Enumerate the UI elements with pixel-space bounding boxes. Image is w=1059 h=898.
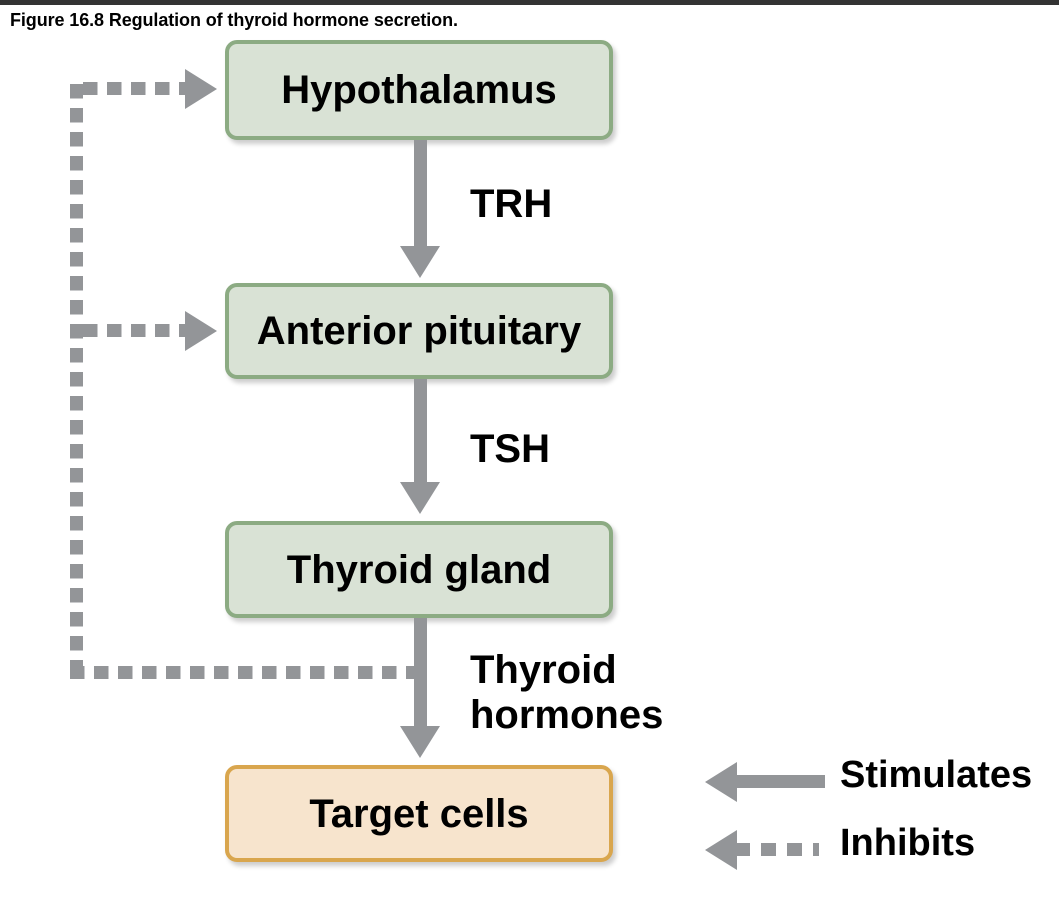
arrow-thyroid-hormones-stem	[414, 618, 427, 730]
figure-title: Figure 16.8 Regulation of thyroid hormon…	[10, 10, 458, 30]
legend-inhibits-stem	[735, 843, 819, 856]
top-bar	[0, 0, 1059, 5]
inhibit-arrow-hypothalamus-head-icon	[185, 69, 217, 109]
node-target-cells-label: Target cells	[309, 791, 529, 836]
legend: Stimulates Inhibits	[705, 754, 1045, 882]
node-hypothalamus-label: Hypothalamus	[281, 68, 557, 112]
inhibit-feedback-trunk	[70, 84, 83, 684]
node-anterior-pituitary: Anterior pituitary	[225, 283, 613, 379]
node-thyroid-gland-label: Thyroid gland	[286, 547, 552, 592]
legend-inhibits-label: Inhibits	[840, 822, 976, 864]
dashed-left-arrow-icon	[705, 830, 737, 870]
node-anterior-pituitary-label: Anterior pituitary	[256, 309, 582, 353]
solid-left-arrow-icon	[705, 762, 737, 802]
arrow-tsh-stem	[414, 379, 427, 486]
inhibit-arrow-anterior-pituitary-head-icon	[185, 311, 217, 351]
arrow-trh-stem	[414, 140, 427, 250]
node-target-cells: Target cells	[225, 765, 613, 862]
arrow-tsh-head-icon	[400, 482, 440, 514]
inhibit-feedback-bottom-run	[70, 666, 418, 679]
inhibit-branch-anterior-pituitary	[83, 324, 188, 337]
node-hypothalamus: Hypothalamus	[225, 40, 613, 140]
arrow-thyroid-hormones-head-icon	[400, 726, 440, 758]
edge-label-trh: TRH	[470, 182, 553, 226]
arrow-trh-head-icon	[400, 246, 440, 278]
edge-label-thyroid-hormones: Thyroid hormones	[470, 648, 664, 737]
legend-stimulates-stem	[735, 775, 825, 788]
node-thyroid-gland: Thyroid gland	[225, 521, 613, 618]
inhibit-branch-hypothalamus	[83, 82, 188, 95]
legend-stimulates-label: Stimulates	[840, 754, 1033, 796]
edge-label-tsh: TSH	[470, 427, 550, 471]
